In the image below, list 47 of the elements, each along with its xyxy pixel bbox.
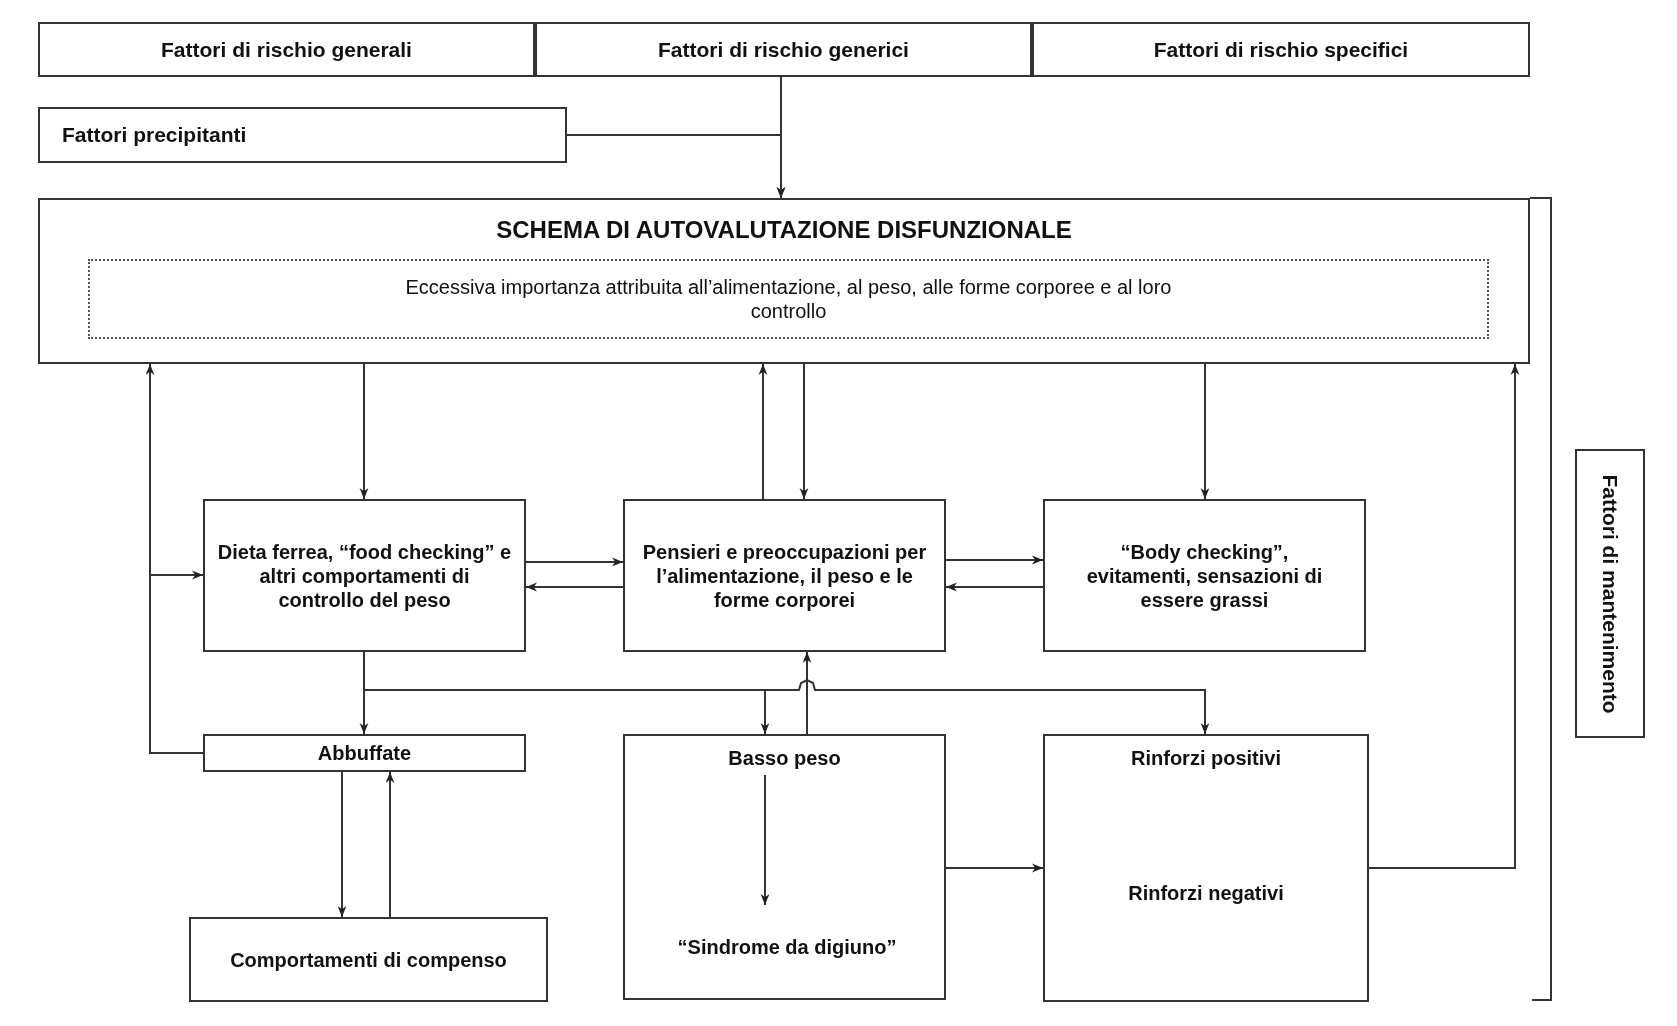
arrow bbox=[149, 570, 204, 754]
box-label: Rinforzi positivi bbox=[1130, 746, 1282, 770]
arrow bbox=[525, 582, 624, 592]
process-box bbox=[1043, 734, 1369, 1002]
arrow bbox=[363, 651, 1210, 735]
arrow bbox=[760, 774, 770, 906]
process-box bbox=[189, 917, 548, 1002]
process-box bbox=[203, 734, 526, 772]
box-label: Fattori di rischio generici bbox=[657, 36, 910, 63]
box-label: Fattori di rischio generali bbox=[160, 36, 413, 63]
note-box bbox=[88, 259, 1489, 339]
process-box bbox=[38, 107, 567, 163]
arrow bbox=[337, 771, 347, 918]
box-label: Fattori di rischio specifici bbox=[1152, 36, 1410, 63]
arrow bbox=[758, 363, 768, 500]
arrow bbox=[945, 863, 1044, 873]
box-label: Rinforzi negativi bbox=[1127, 881, 1285, 905]
process-box bbox=[1032, 22, 1530, 77]
box-label: Fattori precipitanti bbox=[62, 122, 247, 148]
arrow bbox=[799, 363, 809, 500]
box-label: Basso peso bbox=[727, 746, 842, 770]
box-label: “Body checking”, evitamenti, sensazioni di essere grassi bbox=[1085, 539, 1324, 612]
arrow bbox=[566, 134, 786, 199]
arrow bbox=[525, 557, 624, 567]
arrow bbox=[802, 651, 812, 735]
arrow bbox=[1200, 363, 1210, 500]
process-box bbox=[1043, 499, 1366, 652]
process-box bbox=[203, 499, 526, 652]
arrow bbox=[385, 771, 395, 918]
box-label: Abbuffate bbox=[316, 741, 413, 765]
box-label: SCHEMA DI AUTOVALUTAZIONE DISFUNZIONALE bbox=[495, 216, 1073, 245]
process-box bbox=[38, 22, 535, 77]
process-box bbox=[535, 22, 1032, 77]
arrow bbox=[945, 582, 1044, 592]
process-box bbox=[623, 734, 946, 1000]
box-label: Dieta ferrea, “food checking” e altri comportamenti di controllo del peso bbox=[216, 539, 513, 612]
arrow bbox=[945, 555, 1044, 565]
box-label: Eccessiva importanza attribuita all’alimentazione, al peso, alle forme corporee e al loro controllo bbox=[404, 275, 1173, 323]
process-box bbox=[623, 499, 946, 652]
process-box bbox=[1575, 449, 1645, 738]
box-label: Pensieri e preoccupazioni per l’alimentazione, il peso e le forme corporei bbox=[641, 539, 928, 612]
arrow bbox=[1368, 363, 1520, 869]
arrow bbox=[359, 363, 369, 500]
box-label: Fattori di mantenimento bbox=[1598, 473, 1622, 714]
box-label: Comportamenti di compenso bbox=[229, 947, 508, 972]
box-label: “Sindrome da digiuno” bbox=[662, 907, 912, 987]
schema-box bbox=[38, 198, 1530, 364]
